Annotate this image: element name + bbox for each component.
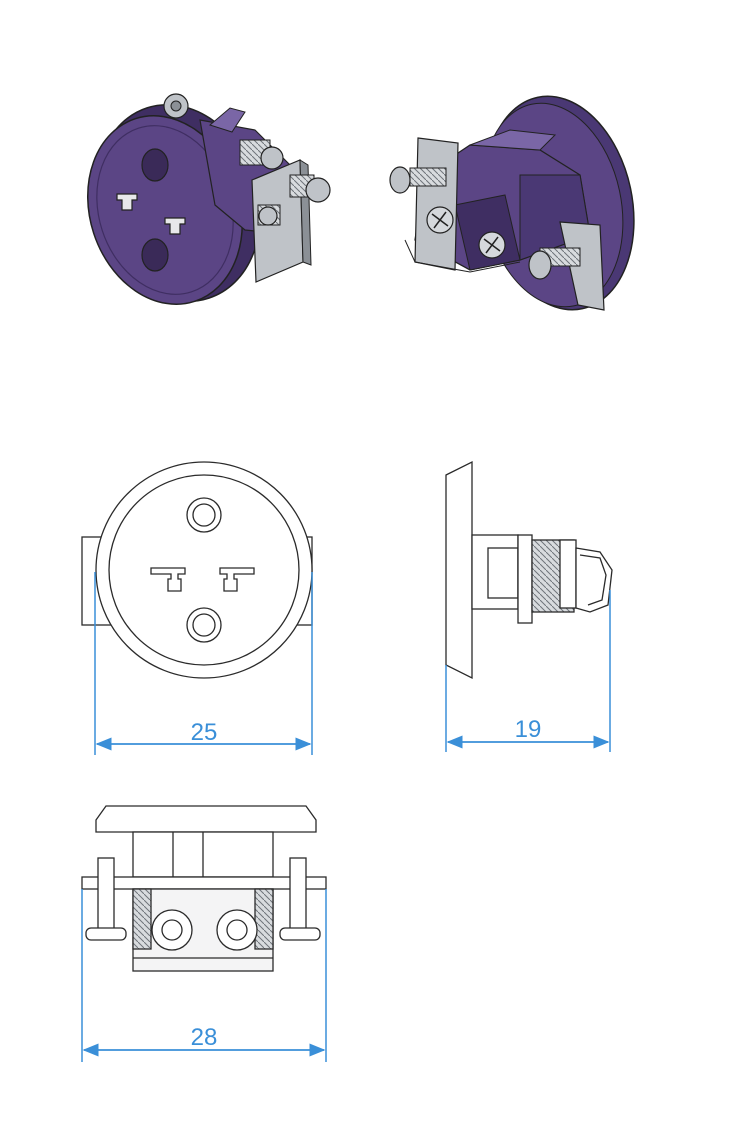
isometric-rear-view <box>389 95 635 311</box>
locating-hole-bottom <box>141 238 169 272</box>
side-flange <box>445 460 473 680</box>
dimension-side-depth: 19 <box>445 590 611 752</box>
face-inner-circle <box>108 474 300 666</box>
front-view <box>81 461 313 679</box>
dimension-label-25: 25 <box>191 719 218 746</box>
dimension-bottom-width: 28 <box>81 889 327 1062</box>
bottom-flange <box>95 805 317 833</box>
dimension-label-19: 19 <box>515 716 542 743</box>
contact-pin-left <box>116 193 138 211</box>
dimension-front-width: 25 <box>94 572 313 755</box>
isometric-front-view <box>86 93 331 305</box>
front-hole-top <box>186 497 222 533</box>
front-pin-right <box>219 567 255 592</box>
dimension-label-28: 28 <box>191 1024 218 1051</box>
front-pin-left <box>150 567 186 592</box>
bottom-view <box>81 805 327 972</box>
locating-hole-top <box>141 148 169 182</box>
side-view <box>445 460 613 680</box>
front-hole-bottom <box>186 607 222 643</box>
face-outer-circle <box>95 461 313 679</box>
contact-pin-right <box>164 217 186 235</box>
